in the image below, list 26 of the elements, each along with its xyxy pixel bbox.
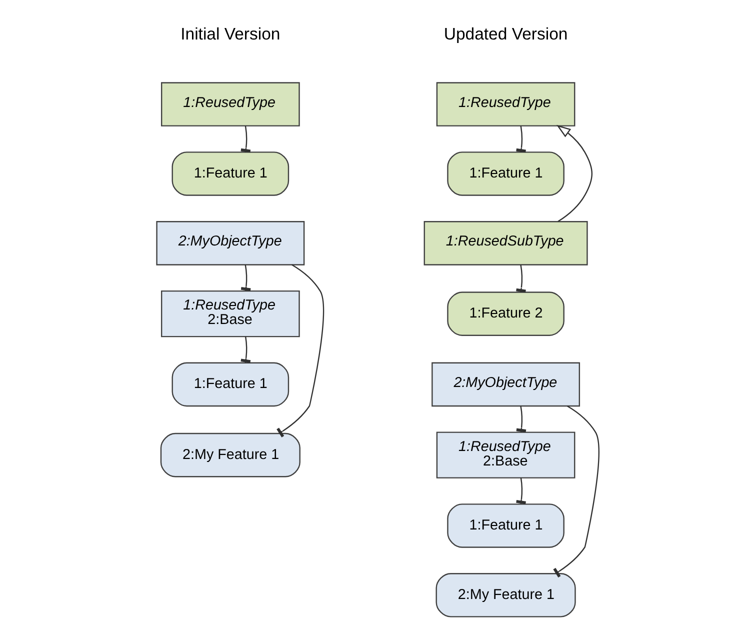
label: Updated Version [443, 24, 568, 44]
connector [240, 336, 250, 363]
node-box: 1:Feature 1 [171, 362, 289, 407]
connector [516, 264, 526, 293]
node-box: 1:Feature 1 [446, 504, 564, 548]
node-box: 1:Feature 1 [446, 152, 564, 196]
node-box: 1:ReusedType [160, 82, 300, 126]
connector [240, 126, 250, 153]
node-box: 2:My Feature 1 [160, 432, 300, 478]
node-box: 2:MyObjectType [431, 362, 580, 407]
node-box: 1:ReusedSubType [423, 221, 588, 266]
node-box: 2:My Feature 1 [435, 573, 576, 618]
connector [516, 406, 526, 432]
connector [516, 126, 526, 153]
connector [276, 264, 324, 438]
node-box: 1:ReusedType 2:Base [160, 290, 300, 338]
connector [552, 406, 599, 578]
label: Initial Version [180, 24, 280, 44]
node-box: 1:Feature 1 [171, 152, 289, 196]
connector [240, 264, 250, 292]
connector [516, 478, 526, 504]
node-box: 1:ReusedType [436, 82, 575, 126]
node-box: 1:Feature 2 [446, 292, 564, 336]
node-box: 2:MyObjectType [156, 221, 304, 266]
arrow [556, 124, 592, 222]
node-box: 1:ReusedType 2:Base [436, 432, 575, 478]
